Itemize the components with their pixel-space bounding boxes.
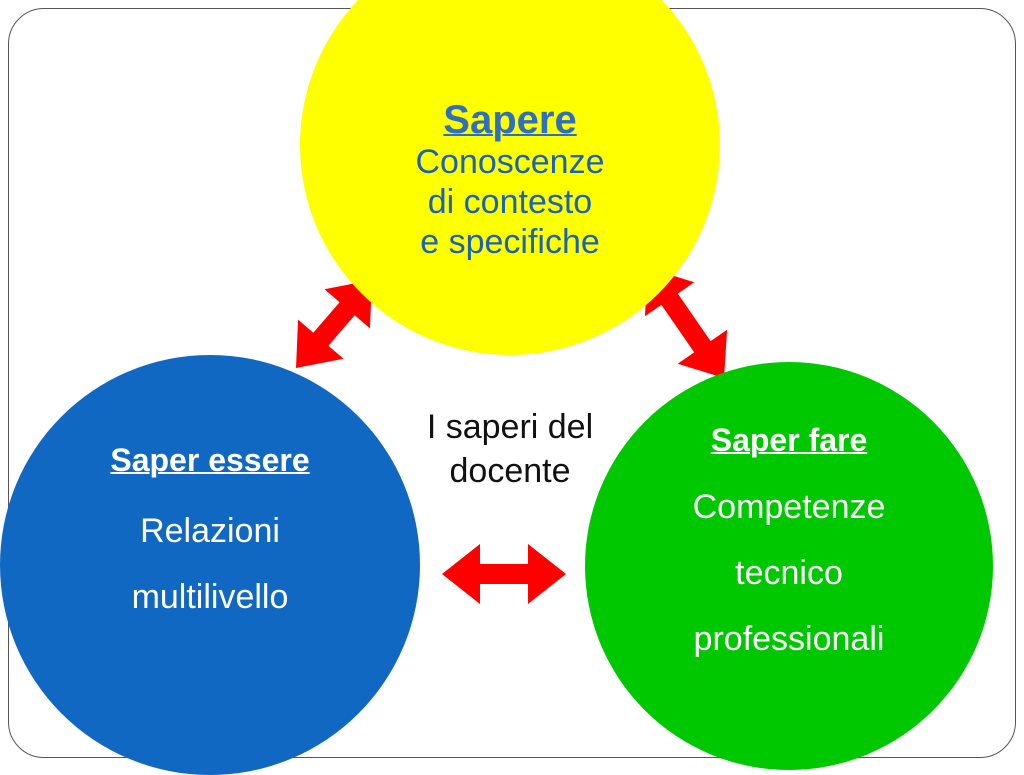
node-saper-fare: Saper fare Competenze tecnico profession…: [585, 362, 993, 770]
node-sapere-title: Sapere: [443, 98, 577, 142]
center-label: I saperi del docente: [380, 405, 640, 493]
node-sapere: Sapere Conoscenze di contesto e specific…: [300, 0, 720, 355]
node-saper-fare-title: Saper fare: [710, 422, 868, 458]
center-label-line-2: docente: [449, 452, 571, 490]
node-saper-essere-line-1: Relazioni: [140, 512, 280, 550]
center-label-line-1: I saperi del: [426, 408, 594, 446]
node-saper-essere-line-2: multilivello: [131, 578, 289, 616]
node-sapere-line-3: e specifiche: [420, 223, 600, 261]
node-saper-fare-line-3: professionali: [693, 620, 885, 658]
double-arrow-saper-essere-sapere: [296, 280, 372, 368]
double-arrow-saper-essere-saper-fare: [442, 544, 566, 604]
node-saper-essere-title: Saper essere: [110, 442, 310, 478]
node-saper-essere: Saper essere Relazioni multilivello: [0, 355, 420, 775]
double-arrow-sapere-saper-fare: [644, 268, 728, 378]
node-sapere-line-2: di contesto: [427, 183, 593, 221]
node-sapere-line-1: Conoscenze: [415, 143, 605, 181]
node-saper-fare-line-2: tecnico: [735, 554, 843, 592]
node-saper-fare-line-1: Competenze: [692, 488, 886, 526]
